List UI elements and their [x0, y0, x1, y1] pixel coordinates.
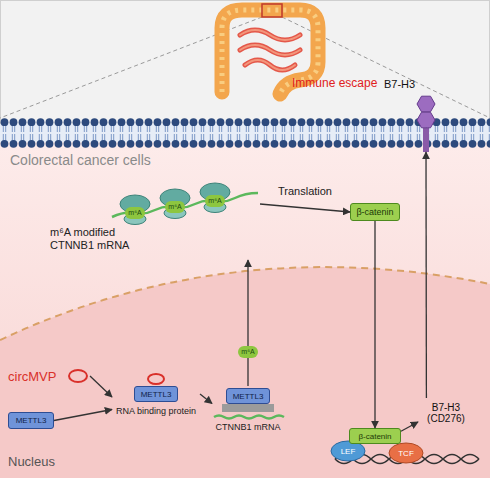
protein-name: β-catenin — [351, 204, 399, 220]
mrna-translation: m⁶A modified CTNNB1 mRNA — [50, 180, 260, 260]
membrane-protein: B7-H3 — [378, 74, 442, 152]
small-intestine-highlight — [240, 30, 300, 70]
nucleus-fill — [0, 267, 490, 478]
circrna-ring — [148, 374, 164, 384]
protein-box: β-catenin — [349, 428, 401, 444]
circrna-ring — [69, 370, 87, 382]
modification-mark: m⁶A — [238, 346, 258, 358]
protein-domain — [417, 96, 435, 112]
transcription-factor: TCF — [388, 442, 424, 464]
protein-label: B7-H3 — [384, 78, 415, 90]
factor-name: TCF — [388, 442, 424, 464]
small-intestine — [240, 30, 300, 70]
protein-domain — [417, 112, 435, 128]
complex-caption: RNA binding protein — [112, 406, 200, 416]
modification-mark: m⁶A — [165, 201, 185, 213]
annotation-title: Immune escape — [292, 76, 377, 90]
protein-box: β-catenin — [350, 203, 400, 221]
nuclear-envelope — [0, 267, 490, 340]
methylation-complex: METTL3CTNNB1 mRNA — [212, 386, 284, 444]
compartment-label: Nucleus — [8, 454, 55, 469]
cell-membrane — [0, 118, 490, 148]
circrna-name: circMVP — [8, 366, 56, 386]
arrow-connector — [260, 204, 350, 212]
factor-shape — [331, 441, 365, 461]
nucleus-region: NucleuscircMVPMETTL3METTL3RNA binding pr… — [0, 262, 490, 478]
mrna-label: m⁶A modified CTNNB1 mRNA — [50, 226, 142, 252]
circrna-node: circMVP — [8, 366, 90, 386]
factor-shape — [389, 443, 423, 463]
protein-name: β-catenin — [350, 429, 400, 443]
modification-mark: m⁶A — [125, 207, 145, 219]
mrna-label: CTNNB1 mRNA — [212, 422, 284, 432]
zoom-box — [262, 4, 282, 17]
mrna-strand — [214, 416, 284, 419]
protein-complex: METTL3RNA binding protein — [112, 372, 200, 422]
protein-name: METTL3 — [226, 388, 270, 404]
cell-label: Colorectal cancer cells — [10, 152, 151, 168]
modification-mark: m⁶A — [205, 195, 225, 207]
protein-name: METTL3 — [134, 386, 178, 402]
protein-box: METTL3 — [8, 412, 54, 429]
protein-name: METTL3 — [9, 413, 53, 428]
target-gene: B7-H3 (CD276) — [418, 398, 474, 428]
protein-stem — [423, 128, 429, 152]
binding-block — [222, 404, 274, 412]
cytoplasm — [0, 133, 490, 478]
gene-label: B7-H3 (CD276) — [418, 398, 474, 428]
edge-label: Translation — [265, 185, 345, 197]
